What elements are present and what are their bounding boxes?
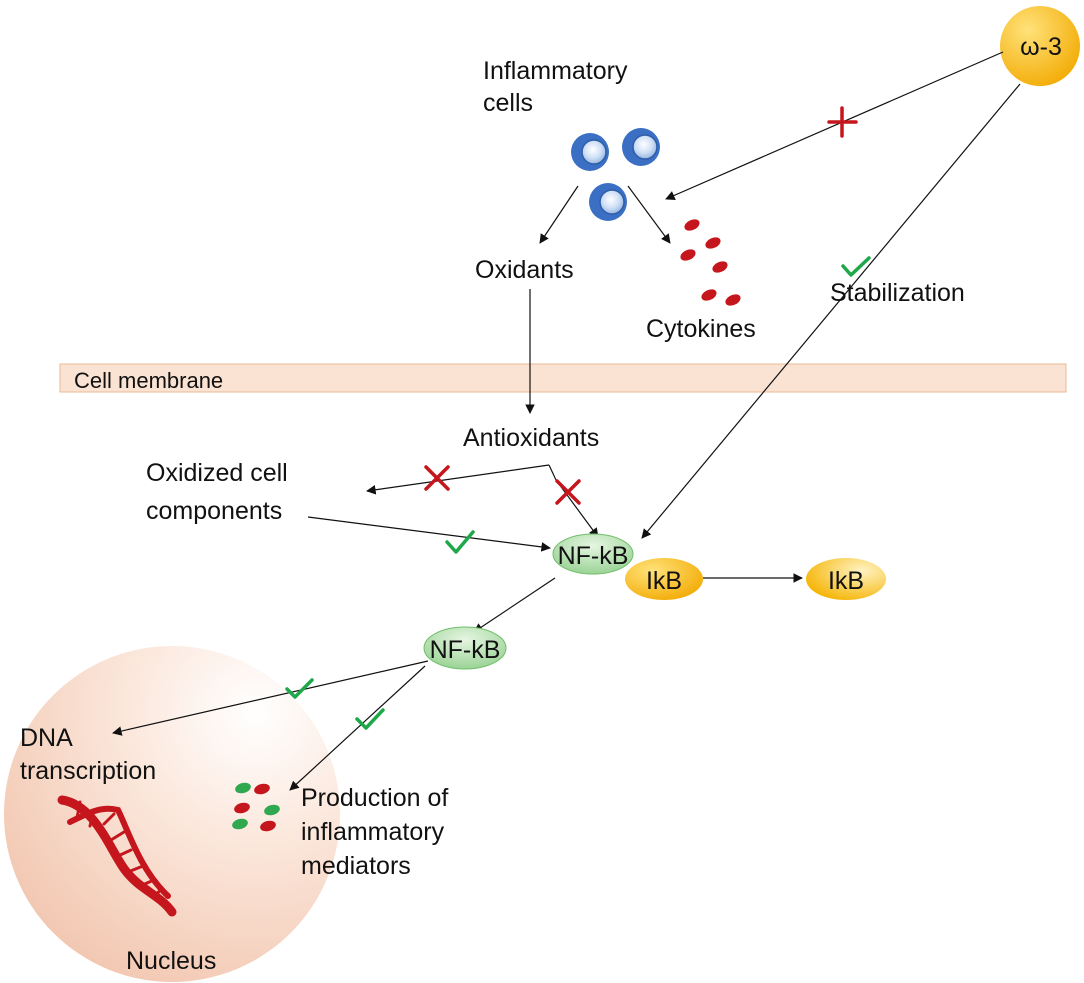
nucleus-region xyxy=(4,646,340,982)
ikb-bound-label: IkB xyxy=(646,567,682,595)
arrow-antioxidants-to-nfkb xyxy=(548,464,599,538)
stabilization-label: Stabilization xyxy=(830,279,965,307)
oxidants-label: Oxidants xyxy=(475,256,574,284)
dna-transcription-label-line2: transcription xyxy=(20,757,156,785)
mediator-icon xyxy=(232,782,280,832)
inflammatory-cell-icon xyxy=(571,133,609,171)
check-activate-icon xyxy=(841,256,871,277)
nfkb-membrane-node xyxy=(552,533,634,575)
nfkb-ikb-complex: IkB NF-kB xyxy=(552,533,703,600)
ikb-bound-node xyxy=(625,558,703,600)
cell-membrane-label: Cell membrane xyxy=(74,368,223,393)
arrow-cells-to-oxidants xyxy=(539,185,579,244)
oxidized-components-label-line2: components xyxy=(146,497,282,525)
nfkb-cytoplasm-label: NF-kB xyxy=(430,636,501,664)
dna-helix-icon xyxy=(57,795,177,917)
antioxidants-label: Antioxidants xyxy=(463,424,599,452)
inflammatory-cell-icon xyxy=(622,128,660,166)
omega3-node: ω-3 xyxy=(1000,6,1080,86)
nfkb-membrane-label: NF-kB xyxy=(558,542,629,570)
production-label-line3: mediators xyxy=(301,852,411,880)
check-activate-icon xyxy=(445,530,475,554)
cross-inhibit-icon xyxy=(827,106,858,138)
check-activate-icon xyxy=(285,678,314,699)
ikb-free-label: IkB xyxy=(828,567,864,595)
oxidized-components-label-line1: Oxidized cell xyxy=(146,459,288,487)
production-label-line2: inflammatory xyxy=(301,818,445,846)
inflammatory-cell-icon xyxy=(589,183,627,221)
ikb-free-node xyxy=(806,558,886,600)
check-activate-icon xyxy=(355,708,385,730)
cell-membrane-band xyxy=(59,363,1067,393)
cytokine-icon xyxy=(680,219,741,306)
arrow-nfkb-translocation xyxy=(473,577,556,633)
inflammatory-cells-label-line1: Inflammatory xyxy=(483,57,628,85)
arrow-nfkb-to-mediators xyxy=(289,665,426,791)
cross-inhibit-icon xyxy=(424,465,450,491)
arrow-antioxidants-to-oxidized xyxy=(366,464,550,495)
nfkb-cytoplasm-node xyxy=(423,626,507,670)
arrow-oxidized-to-nfkb xyxy=(307,516,551,552)
arrow-omega3-to-cells xyxy=(665,51,1004,200)
omega3-label: ω-3 xyxy=(1020,33,1062,61)
cytokines-label: Cytokines xyxy=(646,315,756,343)
arrow-omega3-stabilization xyxy=(641,83,1021,539)
arrow-cells-to-cytokines xyxy=(627,185,671,244)
nucleus-label: Nucleus xyxy=(126,947,216,975)
dna-transcription-label-line1: DNA xyxy=(20,724,73,752)
cross-inhibit-icon xyxy=(555,479,581,505)
production-label-line1: Production of xyxy=(301,784,448,812)
inflammatory-cells-label-line2: cells xyxy=(483,89,533,117)
arrow-nfkb-to-dna xyxy=(112,660,429,736)
